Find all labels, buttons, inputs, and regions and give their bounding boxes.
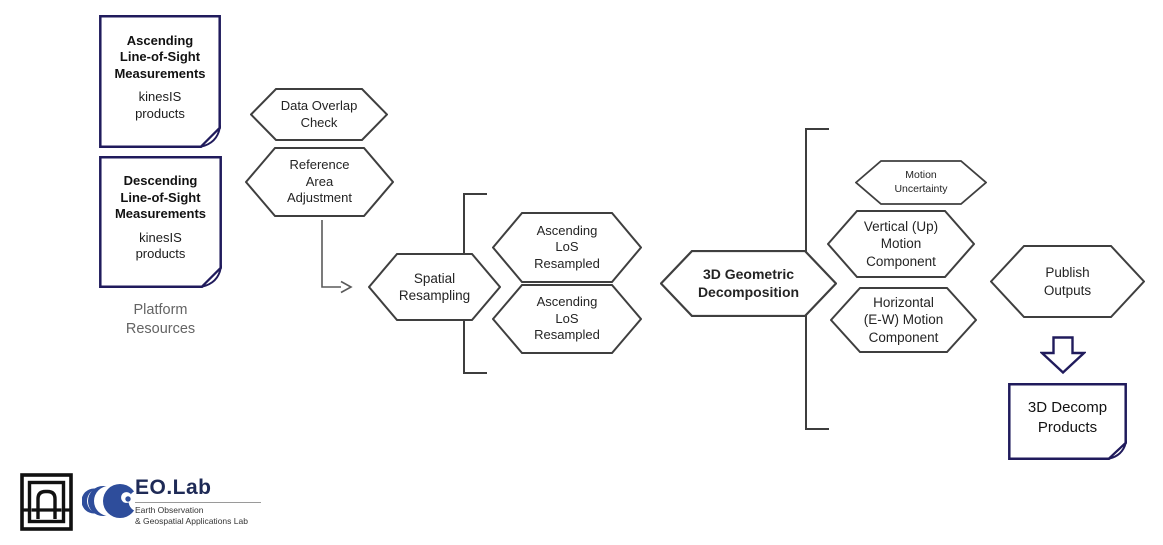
auth-logo-icon [20, 473, 73, 531]
node-publish-outputs: Publish Outputs [990, 245, 1145, 318]
eolab-subtitle-line2: & Geospatial Applications Lab [135, 516, 248, 527]
hexagon-shape [990, 245, 1145, 318]
eolab-logo-text: EO.Lab Earth Observation & Geospatial Ap… [135, 476, 295, 527]
hexagon-shape [492, 284, 642, 354]
hexagon-shape [855, 160, 987, 205]
document-title: 3D Decomp Products [1027, 399, 1108, 436]
hexagon-shape [827, 210, 975, 278]
document-shape [1008, 383, 1127, 460]
hexagon-shape [492, 212, 642, 283]
node-label: Ascending LoS Resampled [534, 222, 600, 271]
ascending-measurements-document: Ascending Line-of-Sight Measurements kin… [99, 15, 221, 148]
document-shape [99, 156, 222, 288]
elbow-connector-arrow [321, 220, 353, 294]
node-3d-geometric-decomposition: 3D Geometric Decomposition [660, 250, 837, 317]
document-subtitle: kinesIS products [135, 229, 186, 262]
node-label: 3D Geometric Decomposition [697, 265, 800, 300]
node-horizontal-motion-component: Horizontal (E-W) Motion Component [830, 287, 977, 353]
hexagon-shape [368, 253, 501, 321]
platform-resources-label: Platform Resources [125, 302, 196, 337]
document-title: Ascending Line-of-Sight Measurements [114, 32, 206, 81]
node-label: Data Overlap Check [280, 97, 358, 130]
document-shape [99, 15, 221, 148]
node-vertical-motion-component: Vertical (Up) Motion Component [827, 210, 975, 278]
eolab-subtitle-line1: Earth Observation [135, 505, 204, 516]
hexagon-shape [830, 287, 977, 353]
node-motion-uncertainty: Motion Uncertainty [855, 160, 987, 205]
node-label: Horizontal (E-W) Motion Component [863, 295, 944, 345]
node-label: Ascending LoS Resampled [534, 294, 600, 343]
node-label: Reference Area Adjustment [286, 157, 353, 206]
node-ascending-los-resampled-2: Ascending LoS Resampled [492, 284, 642, 354]
hexagon-shape [245, 147, 394, 217]
node-data-overlap-check: Data Overlap Check [250, 88, 388, 141]
down-block-arrow [1040, 336, 1086, 375]
descending-measurements-document: Descending Line-of-Sight Measurements ki… [99, 156, 222, 288]
node-label: Spatial Resampling [398, 270, 471, 303]
node-label: Motion Uncertainty [894, 168, 948, 195]
node-label: Vertical (Up) Motion Component [863, 219, 939, 269]
eolab-divider [135, 502, 261, 504]
document-title: Descending Line-of-Sight Measurements [114, 173, 207, 222]
hexagon-shape [250, 88, 388, 141]
node-ascending-los-resampled-1: Ascending LoS Resampled [492, 212, 642, 283]
decomp-products-document: 3D Decomp Products [1008, 383, 1127, 460]
eolab-title: EO.Lab [135, 476, 212, 499]
node-spatial-resampling: Spatial Resampling [368, 253, 501, 321]
eolab-icon [82, 484, 140, 518]
node-reference-area-adjustment: Reference Area Adjustment [245, 147, 394, 217]
document-subtitle: kinesIS products [135, 89, 185, 121]
node-label: Publish Outputs [1043, 265, 1092, 298]
hexagon-shape [660, 250, 837, 317]
